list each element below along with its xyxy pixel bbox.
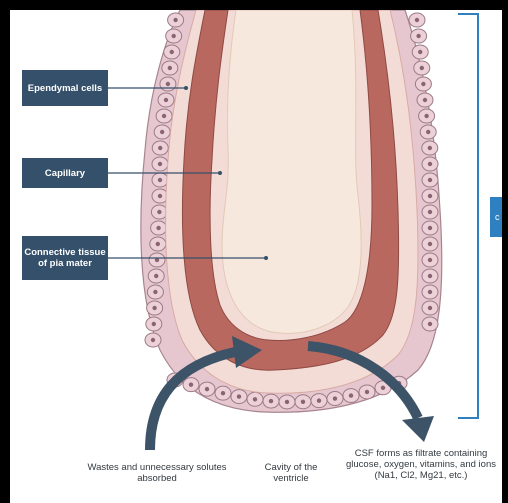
cell-nucleus [428, 162, 432, 166]
cell-nucleus [317, 398, 321, 402]
cell-nucleus [428, 242, 432, 246]
cell-nucleus [421, 82, 425, 86]
label-connective-tissue: Connective tissue of pia mater [22, 236, 108, 280]
caption-wastes: Wastes and unnecessary solutes absorbed [82, 462, 232, 484]
cell-nucleus [428, 194, 432, 198]
right-black-bar [502, 0, 508, 503]
cell-nucleus [205, 387, 209, 391]
cell-nucleus [162, 114, 166, 118]
cell-nucleus [365, 390, 369, 394]
cell-nucleus [415, 18, 419, 22]
caption-csf: CSF forms as filtrate containing glucose… [346, 448, 496, 481]
cell-nucleus [158, 194, 162, 198]
cell-nucleus [166, 82, 170, 86]
cell-nucleus [416, 34, 420, 38]
cell-nucleus [170, 50, 174, 54]
label-ependymal-cells: Ependymal cells [22, 70, 108, 106]
cell-nucleus [158, 162, 162, 166]
caption-cavity: Cavity of the ventricle [252, 462, 330, 484]
cell-nucleus [428, 226, 432, 230]
cell-nucleus [420, 66, 424, 70]
cell-nucleus [171, 34, 175, 38]
cell-nucleus [160, 130, 164, 134]
top-black-bar [0, 0, 508, 10]
cell-nucleus [423, 98, 427, 102]
cell-nucleus [269, 399, 273, 403]
cell-nucleus [253, 397, 257, 401]
left-black-bar [0, 0, 10, 503]
cell-nucleus [152, 322, 156, 326]
cell-nucleus [221, 391, 225, 395]
cell-nucleus [156, 226, 160, 230]
cell-nucleus [189, 382, 193, 386]
cell-nucleus [173, 18, 177, 22]
cell-nucleus [285, 400, 289, 404]
cell-nucleus [428, 306, 432, 310]
cell-nucleus [164, 98, 168, 102]
cell-nucleus [428, 322, 432, 326]
cell-nucleus [158, 178, 162, 182]
cell-nucleus [301, 400, 305, 404]
cell-nucleus [426, 130, 430, 134]
cell-nucleus [428, 146, 432, 150]
cell-nucleus [428, 290, 432, 294]
cell-nucleus [428, 274, 432, 278]
cell-nucleus [428, 178, 432, 182]
connective-tissue-core [222, 10, 361, 333]
cell-nucleus [152, 306, 156, 310]
cell-nucleus [428, 210, 432, 214]
cell-nucleus [154, 274, 158, 278]
cell-nucleus [158, 146, 162, 150]
cell-nucleus [157, 210, 161, 214]
cell-nucleus [349, 393, 353, 397]
cell-nucleus [333, 396, 337, 400]
bracket-line [458, 14, 478, 418]
cell-nucleus [151, 338, 155, 342]
cell-nucleus [424, 114, 428, 118]
cell-nucleus [156, 242, 160, 246]
label-capillary: Capillary [22, 158, 108, 188]
filtration-arrowhead [402, 416, 434, 442]
cell-nucleus [418, 50, 422, 54]
cell-nucleus [381, 386, 385, 390]
cell-nucleus [428, 258, 432, 262]
cell-nucleus [237, 394, 241, 398]
cell-nucleus [153, 290, 157, 294]
cell-nucleus [168, 66, 172, 70]
